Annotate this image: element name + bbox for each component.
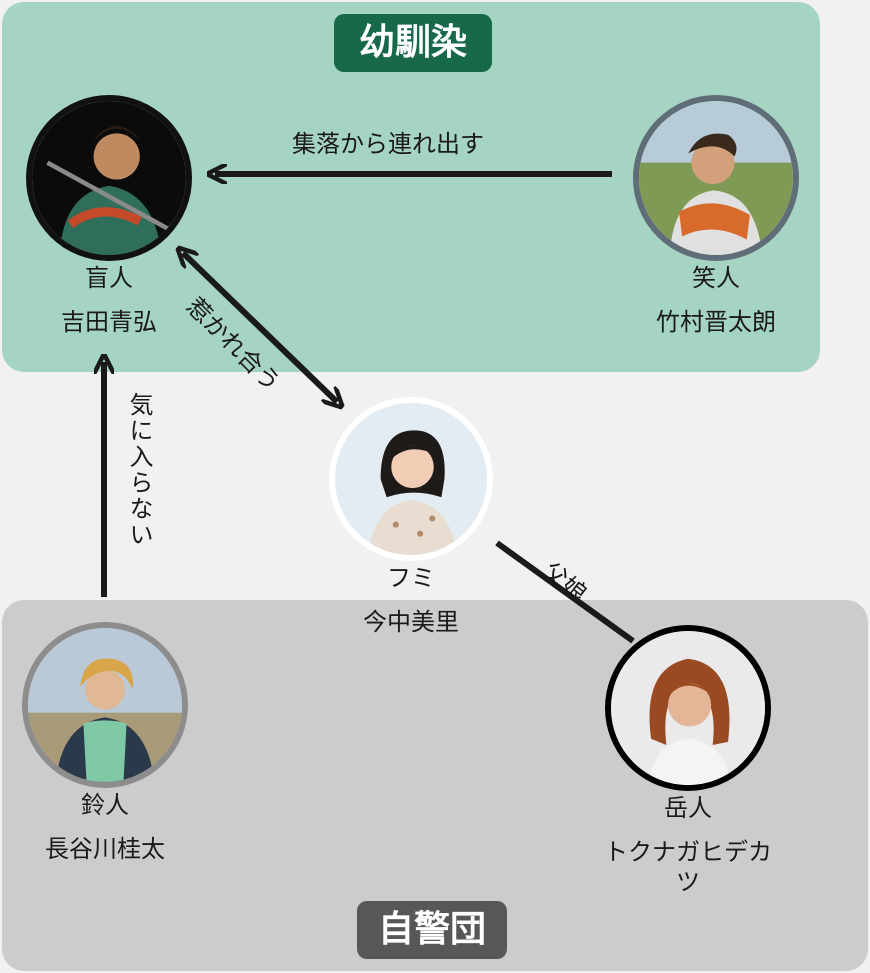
avatar-suzuhito [22,622,188,788]
avatar-fumi [329,397,493,561]
role-fumi: フミ [387,564,435,592]
actor-fumi: 今中美里 [363,608,459,636]
character-mojin: 盲人 吉田青弘 [19,95,199,337]
character-shojin: 笑人 竹村晋太朗 [626,95,806,337]
edge-label-dislike: 気に入らない [125,392,153,548]
portrait-fumi [335,403,487,555]
portrait-mojin [32,101,186,255]
actor-gakujin: トクナガヒデカツ [604,838,772,896]
actor-mojin: 吉田青弘 [61,308,157,336]
edge-label-take-out: 集落から連れ出す [292,130,484,158]
edge-father-daughter [495,540,635,644]
character-gakujin: 岳人 トクナガヒデカツ [598,625,778,897]
actor-shojin: 竹村晋太朗 [656,308,776,336]
role-suzuhito: 鈴人 [81,791,129,819]
role-shojin: 笑人 [692,264,740,292]
character-suzuhito: 鈴人 長谷川桂太 [15,622,195,864]
actor-suzuhito: 長谷川桂太 [45,835,165,863]
role-gakujin: 岳人 [664,794,712,822]
character-fumi: フミ 今中美里 [321,397,501,637]
avatar-shojin [633,95,799,261]
group-title-osananajimi: 幼馴染 [334,14,492,72]
role-mojin: 盲人 [85,264,133,292]
edge-attracted [183,253,337,402]
avatar-mojin [26,95,192,261]
avatar-gakujin [605,625,771,791]
group-title-jikeidan: 自警団 [357,901,507,959]
portrait-gakujin [611,631,765,785]
portrait-shojin [639,101,793,255]
portrait-suzuhito [28,628,182,782]
